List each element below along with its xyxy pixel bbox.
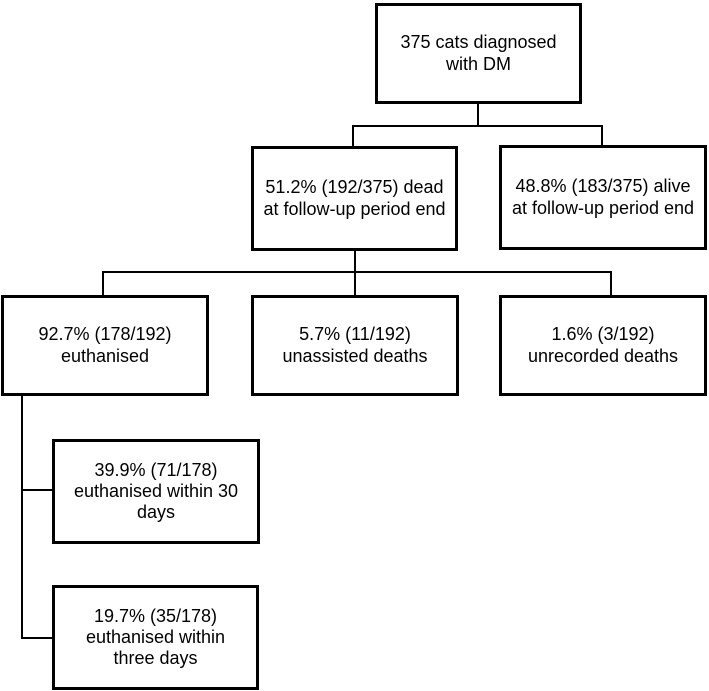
connector-drop-euthanised [102, 271, 104, 296]
node-euthanised-within-three-days-label: 19.7% (35/178) euthanised within three d… [85, 605, 226, 669]
node-unassisted-deaths: 5.7% (11/192) unassisted deaths [251, 295, 459, 396]
connector-drop-alive [601, 125, 603, 146]
connector-drop-unrecorded [610, 271, 612, 296]
node-total-cats: 375 cats diagnosed with DM [375, 3, 582, 104]
node-euthanised-label: 92.7% (178/192) euthanised [38, 324, 172, 366]
node-unassisted-deaths-label: 5.7% (11/192) unassisted deaths [282, 324, 428, 366]
node-euthanised-within-30-days: 39.9% (71/178) euthanised within 30 days [52, 439, 260, 544]
connector-level2-rail [102, 271, 612, 273]
node-alive-at-followup: 48.8% (183/375) alive at follow-up perio… [499, 145, 707, 250]
node-total-cats-label: 375 cats diagnosed with DM [400, 32, 557, 74]
node-euthanised: 92.7% (178/192) euthanised [1, 295, 209, 396]
connector-euthanised-stem [21, 395, 23, 639]
node-unrecorded-deaths-label: 1.6% (3/192) unrecorded deaths [527, 324, 679, 366]
node-unrecorded-deaths: 1.6% (3/192) unrecorded deaths [499, 295, 707, 396]
connector-dead-stem [354, 250, 356, 296]
connector-total-stem [477, 103, 479, 127]
node-euthanised-within-three-days: 19.7% (35/178) euthanised within three d… [52, 585, 259, 690]
node-euthanised-within-30-days-label: 39.9% (71/178) euthanised within 30 days [73, 459, 239, 523]
connector-level1-rail [352, 125, 603, 127]
node-dead-at-followup: 51.2% (192/375) dead at follow-up period… [251, 146, 458, 251]
connector-drop-dead [352, 125, 354, 146]
node-alive-at-followup-label: 48.8% (183/375) alive at follow-up perio… [511, 176, 695, 218]
connector-stub-euth-3d [21, 637, 54, 639]
node-dead-at-followup-label: 51.2% (192/375) dead at follow-up period… [263, 177, 446, 219]
connector-stub-euth-30d [21, 489, 54, 491]
